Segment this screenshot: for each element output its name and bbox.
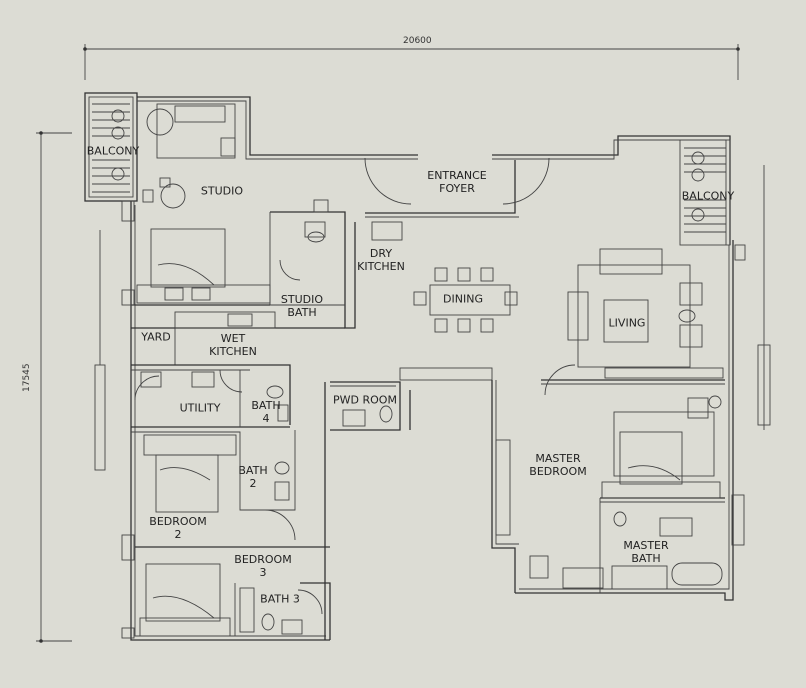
room-label-balcony-right: BALCONY <box>681 189 735 203</box>
room-label-bath-3: BATH 3 <box>260 592 300 606</box>
dimension-lines <box>36 44 740 643</box>
room-label-bath-2: BATH 2 <box>238 464 268 490</box>
room-label-pwd-room: PWD ROOM <box>333 393 397 407</box>
room-label-wet-kitchen: WET KITCHEN <box>209 332 257 358</box>
height-dimension: 17545 <box>22 363 32 392</box>
room-label-utility: UTILITY <box>179 401 221 415</box>
width-dimension: 20600 <box>403 36 432 46</box>
room-label-studio: STUDIO <box>200 184 244 198</box>
doors <box>134 157 576 615</box>
room-label-living: LIVING <box>608 316 646 330</box>
room-label-bath-4: BATH 4 <box>251 399 281 425</box>
room-label-bedroom-2: BEDROOM 2 <box>149 515 207 541</box>
room-label-yard: YARD <box>141 330 171 344</box>
room-label-master-bedroom: MASTER BEDROOM <box>529 452 587 478</box>
room-label-balcony-left: BALCONY <box>86 144 140 158</box>
walls <box>84 92 734 641</box>
room-label-master-bath: MASTER BATH <box>623 539 669 565</box>
furniture <box>111 103 724 637</box>
room-label-studio-bath: STUDIO BATH <box>280 293 324 319</box>
room-label-bedroom-3: BEDROOM 3 <box>234 553 292 579</box>
room-label-dry-kitchen: DRY KITCHEN <box>357 247 405 273</box>
room-label-entrance-foyer: ENTRANCE FOYER <box>427 169 487 195</box>
windows <box>94 165 771 639</box>
room-label-dining: DINING <box>443 292 483 306</box>
